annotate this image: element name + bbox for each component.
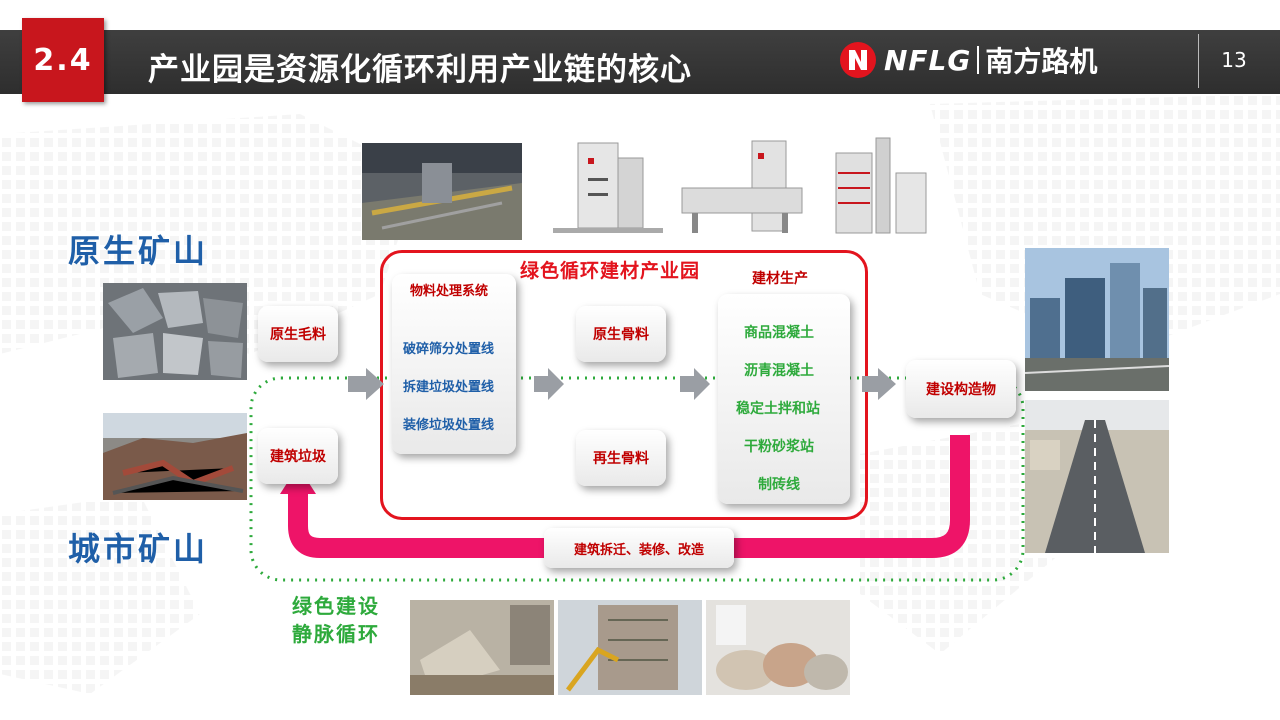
renovation-waste-photo <box>706 600 850 695</box>
batching-tower-photo-2 <box>672 133 824 240</box>
material-processing-title: 物料处理系统 <box>410 280 488 299</box>
industrial-park-title: 绿色循环建材产业园 <box>520 256 700 283</box>
construction-waste-label: 建筑垃圾 <box>270 446 326 466</box>
section-number-badge: 2.4 <box>22 18 104 102</box>
logo-english-text: NFLG <box>884 44 971 77</box>
primary-aggregate-label: 原生骨料 <box>593 324 649 344</box>
city-buildings-photo <box>1025 248 1169 391</box>
production-item-2: 沥青混凝土 <box>744 360 814 380</box>
raw-material-box: 原生毛料 <box>258 306 338 362</box>
arrow-right-icon <box>534 368 564 400</box>
build-structures-label: 建设构造物 <box>926 379 996 399</box>
crushed-stone-photo <box>103 283 247 380</box>
processing-line-3: 装修垃圾处置线 <box>403 414 494 433</box>
recycled-aggregate-label: 再生骨料 <box>593 448 649 468</box>
highway-photo <box>1025 400 1169 553</box>
logo-chinese-text: 南方路机 <box>985 40 1097 80</box>
nflg-logo-icon <box>838 40 878 80</box>
processing-line-1: 破碎筛分处置线 <box>403 338 494 357</box>
construction-debris-photo <box>103 413 247 500</box>
demolition-photo-1 <box>410 600 554 695</box>
asphalt-plant-photo <box>826 133 936 240</box>
logo-separator <box>977 46 979 74</box>
primary-aggregate-box: 原生骨料 <box>576 306 666 362</box>
arrow-right-icon <box>862 368 896 400</box>
recycled-aggregate-box: 再生骨料 <box>576 430 666 486</box>
arrow-right-icon <box>680 368 710 400</box>
construction-waste-box: 建筑垃圾 <box>258 428 338 484</box>
production-item-1: 商品混凝土 <box>744 322 814 342</box>
company-logo: NFLG 南方路机 <box>838 40 1178 80</box>
urban-mine-label: 城市矿山 <box>68 524 208 570</box>
material-production-title: 建材生产 <box>752 268 808 288</box>
slide-title: 产业园是资源化循环利用产业链的核心 <box>148 44 692 89</box>
header-divider <box>1198 34 1199 88</box>
demolition-photo-2 <box>558 600 702 695</box>
production-item-5: 制砖线 <box>758 474 800 494</box>
green-cycle-label: 绿色建设 静脉循环 <box>292 592 402 648</box>
production-item-4: 干粉砂浆站 <box>744 436 814 456</box>
arrow-right-icon <box>348 368 384 400</box>
production-item-3: 稳定土拌和站 <box>736 398 820 418</box>
page-number: 13 <box>1212 48 1256 72</box>
demolition-label: 建筑拆迁、装修、改造 <box>574 539 704 558</box>
green-cycle-label-line2: 静脉循环 <box>292 620 402 648</box>
primary-mine-label: 原生矿山 <box>68 226 208 272</box>
demolition-box: 建筑拆迁、装修、改造 <box>544 528 734 568</box>
build-structures-box: 建设构造物 <box>906 360 1016 418</box>
plant-interior-photo <box>362 143 522 240</box>
batching-tower-photo-1 <box>548 133 668 240</box>
green-cycle-label-line1: 绿色建设 <box>292 592 402 620</box>
raw-material-label: 原生毛料 <box>270 324 326 344</box>
processing-line-2: 拆建垃圾处置线 <box>403 376 494 395</box>
